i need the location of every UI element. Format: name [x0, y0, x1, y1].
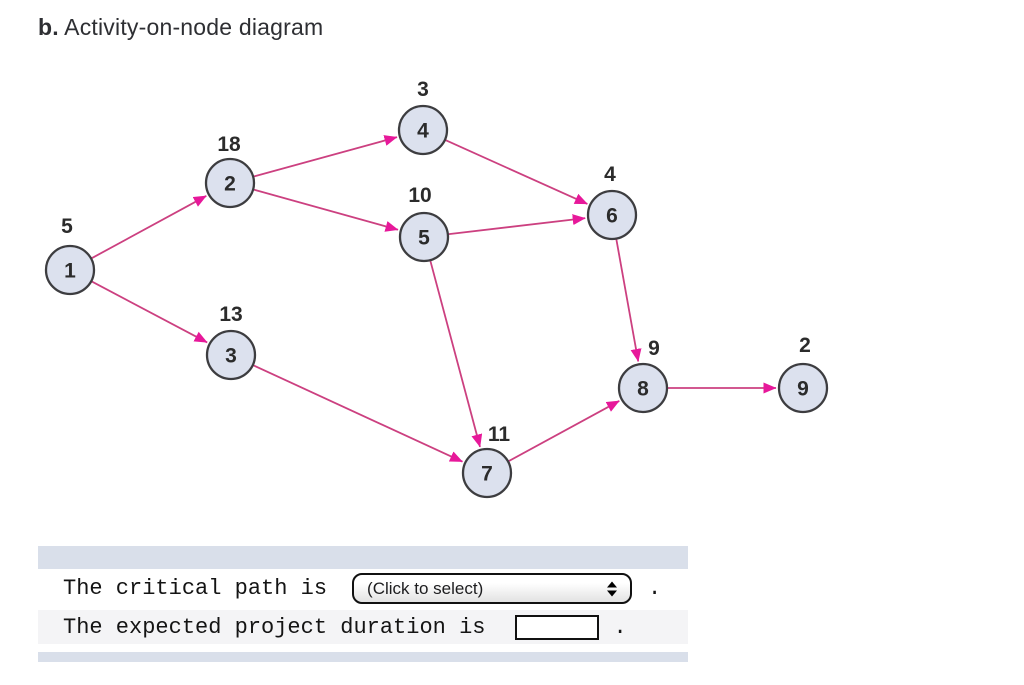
node-duration-label: 11	[488, 423, 511, 446]
node-number: 2	[224, 173, 236, 196]
duration-input[interactable]	[515, 614, 600, 640]
critical-path-dropdown-value: (Click to select)	[367, 578, 484, 598]
critical-path-label: The critical path is	[63, 576, 328, 601]
edge-7-8	[507, 400, 620, 463]
node-4: 43	[397, 78, 449, 156]
title-prefix: b.	[38, 14, 59, 40]
edge-5-6	[447, 214, 586, 236]
edge-3-7	[252, 364, 463, 463]
node-duration-label: 4	[604, 163, 616, 186]
edge-1-2	[90, 195, 207, 260]
node-2: 2 18	[204, 133, 256, 209]
node-7: 7 11	[461, 423, 513, 499]
critical-path-dropdown[interactable]: (Click to select)	[352, 573, 633, 604]
node-duration-label: 9	[648, 337, 660, 360]
node-6: 64	[586, 163, 638, 241]
node-number: 4	[417, 120, 429, 143]
sentence-period: .	[648, 576, 662, 601]
node-3: 3 13	[205, 303, 257, 381]
edge-6-8	[615, 238, 642, 362]
node-number: 7	[481, 463, 493, 486]
edge-1-3	[90, 280, 208, 344]
section-divider-top	[38, 546, 688, 569]
edge-2-5	[252, 188, 399, 232]
node-number: 9	[797, 378, 809, 401]
updown-arrows-icon	[607, 581, 618, 596]
node-number: 3	[225, 345, 237, 368]
node-duration-label: 10	[408, 184, 431, 207]
duration-label: The expected project duration is	[63, 614, 486, 640]
node-duration-label: 18	[217, 133, 241, 156]
critical-path-row: The critical path is (Click to select) .	[38, 569, 688, 608]
title-text: Activity-on-node diagram	[58, 14, 324, 40]
node-number: 1	[64, 260, 76, 283]
node-number: 6	[606, 205, 618, 228]
node-1: 15	[44, 215, 96, 296]
node-8: 89	[617, 337, 669, 414]
node-duration-label: 5	[61, 215, 73, 238]
node-number: 5	[418, 227, 430, 250]
node-duration-label: 2	[799, 334, 811, 357]
edge-5-7	[429, 259, 483, 448]
sentence-period: .	[613, 614, 627, 640]
node-duration-label: 3	[417, 78, 429, 101]
edge-4-6	[444, 139, 588, 205]
node-number: 8	[637, 378, 649, 401]
section-divider-bottom	[38, 652, 688, 662]
duration-row: The expected project duration is .	[38, 610, 688, 644]
node-5: 5 10	[398, 184, 450, 263]
node-duration-label: 13	[219, 303, 242, 326]
page-title: b. Activity-on-node diagram	[38, 14, 323, 41]
edge-2-4	[252, 135, 398, 178]
node-9: 92	[777, 334, 829, 414]
